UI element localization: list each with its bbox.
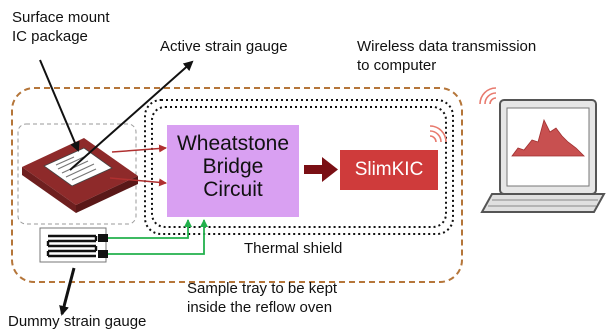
wireless-label: Wireless data transmission to computer bbox=[357, 37, 536, 75]
ic-package-label-line1: Surface mount bbox=[12, 9, 110, 26]
wireless-label-line2: to computer bbox=[357, 57, 437, 74]
active-gauge-lead-lower bbox=[109, 177, 167, 187]
ic-package-callout-arrow bbox=[39, 59, 80, 152]
wheatstone-label-line1: Wheatstone bbox=[176, 132, 290, 155]
wheatstone-label-line3: Circuit bbox=[203, 178, 263, 201]
thermal-shield-outer bbox=[144, 99, 454, 235]
sample-tray-label-line1: Sample tray to be kept bbox=[187, 280, 338, 297]
laptop-icon bbox=[480, 99, 606, 213]
ic-package-label-line2: IC package bbox=[12, 28, 88, 45]
thermal-shield-label: Thermal shield bbox=[244, 240, 343, 257]
ic-package-chip bbox=[22, 138, 138, 213]
sample-tray-label-line2: inside the reflow oven bbox=[187, 299, 333, 316]
wheatstone-bridge-box bbox=[167, 125, 299, 217]
slimkic-label: SlimKIC bbox=[354, 159, 424, 180]
sample-tray-label: Sample tray to be kept inside the reflow… bbox=[187, 279, 337, 317]
active-gauge-label: Active strain gauge bbox=[160, 38, 288, 55]
wheatstone-bridge-label: Wheatstone Bridge Circuit bbox=[167, 132, 299, 201]
dummy-strain-gauge bbox=[39, 227, 108, 263]
slimkic-box bbox=[340, 150, 438, 190]
wireless-label-line1: Wireless data transmission bbox=[357, 38, 537, 55]
dummy-gauge-label: Dummy strain gauge bbox=[8, 313, 147, 330]
active-gauge-lead-upper bbox=[111, 144, 167, 153]
wifi-icon-laptop bbox=[479, 87, 497, 105]
reflow-oven-boundary bbox=[11, 87, 463, 283]
ic-package-label: Surface mount IC package bbox=[12, 8, 110, 46]
dummy-gauge-lead-upper bbox=[108, 219, 192, 239]
signal-arrow bbox=[304, 157, 338, 182]
dummy-gauge-callout-arrow bbox=[59, 267, 76, 316]
laptop-chart-area bbox=[511, 118, 585, 157]
wifi-icon bbox=[429, 125, 447, 143]
wheatstone-label-line2: Bridge bbox=[202, 155, 264, 178]
dummy-gauge-lead-lower bbox=[108, 219, 208, 255]
ic-package-region bbox=[17, 123, 137, 225]
thermal-shield-inner bbox=[151, 106, 447, 228]
active-gauge-callout-arrow bbox=[69, 60, 194, 171]
